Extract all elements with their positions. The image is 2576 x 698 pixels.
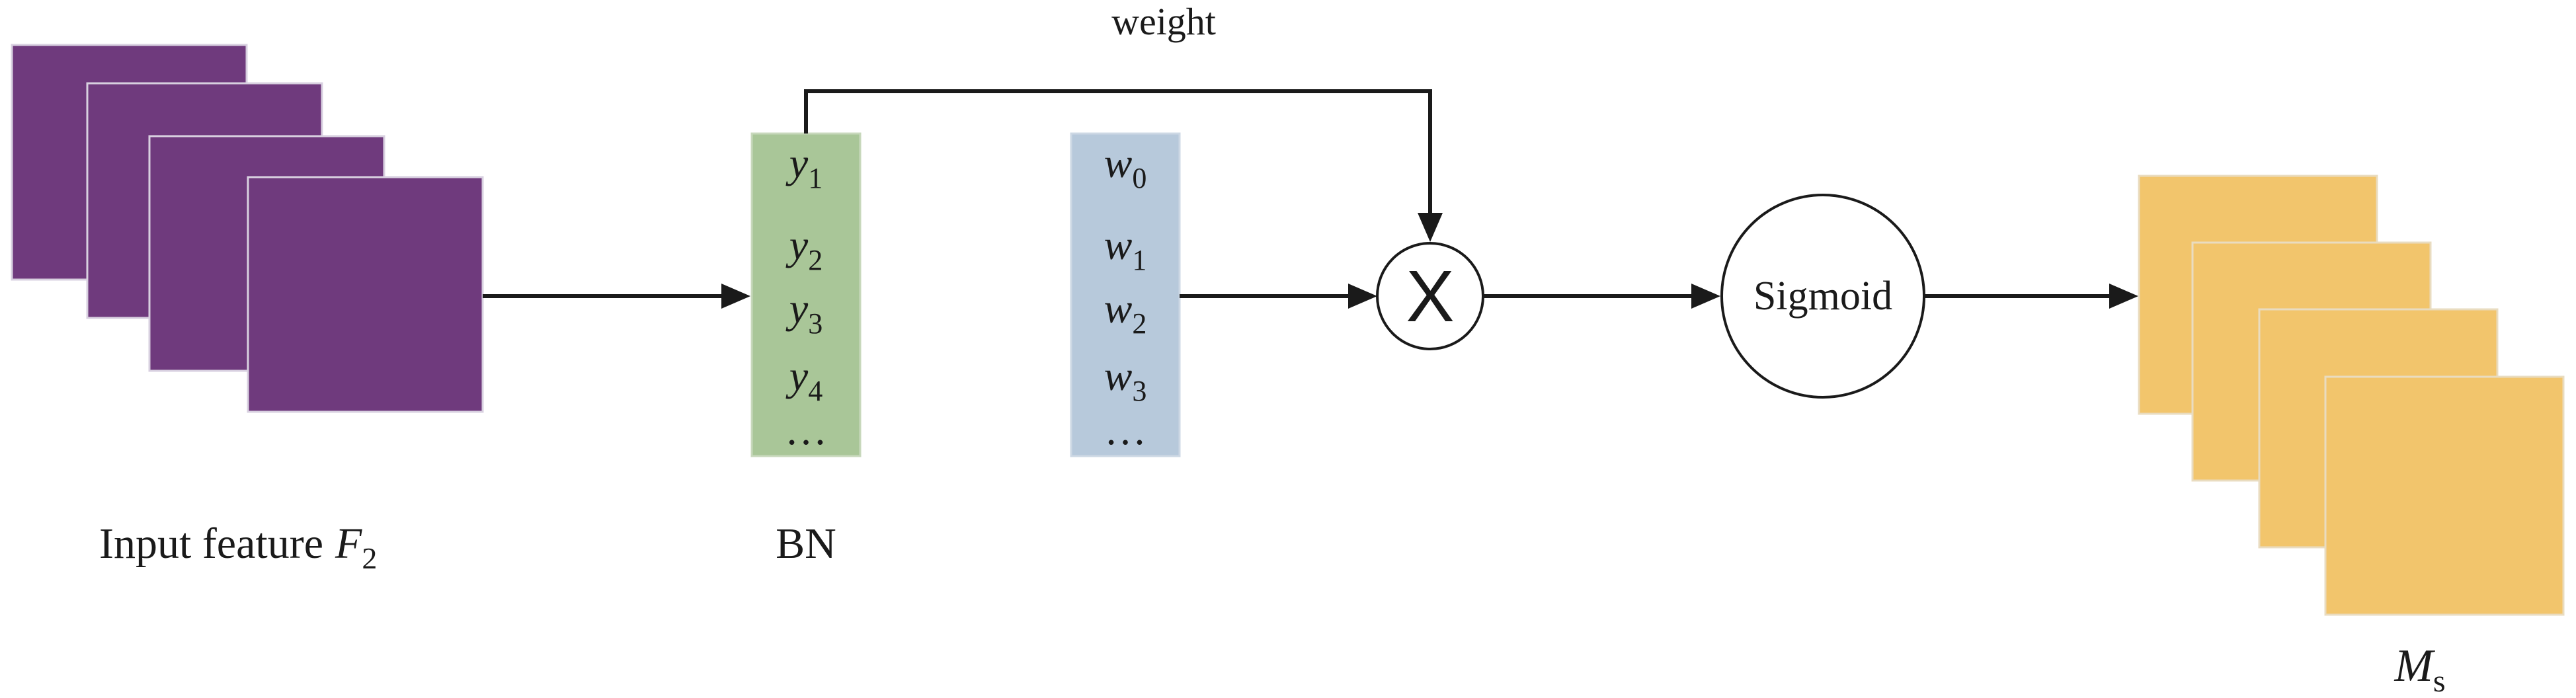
- weight-value-2: w1: [1104, 221, 1147, 276]
- bn-value-base: y: [785, 352, 809, 399]
- weight-values: w0w1w2w3…: [1104, 139, 1147, 453]
- output-label: Ms: [2394, 640, 2446, 698]
- bn-value-base: y: [785, 285, 809, 332]
- weight-label: weight: [1111, 0, 1216, 43]
- weight-column: [1070, 132, 1181, 457]
- weight-value-base: …: [1104, 407, 1147, 453]
- bn-value-base: y: [785, 139, 809, 186]
- bn-value-base: y: [785, 221, 809, 268]
- weight-value-subscript: 3: [1132, 375, 1147, 407]
- weight-value-4: w3: [1104, 352, 1147, 407]
- weight-value-5: …: [1104, 407, 1147, 453]
- bn-label: BN: [776, 520, 836, 568]
- weight-value-base: w: [1104, 285, 1133, 332]
- bn-value-2: y2: [785, 221, 823, 276]
- weight-value-base: w: [1104, 221, 1133, 268]
- weight-path: [804, 89, 1432, 221]
- bn-value-4: y4: [785, 352, 823, 407]
- output-feature-stack: [2138, 174, 2565, 616]
- arrowhead-sigmoid-to-output: [2109, 284, 2138, 309]
- weight-value-1: w0: [1104, 139, 1147, 194]
- input-feature-subscript: 2: [362, 541, 377, 575]
- connectors: [483, 89, 2138, 309]
- arrowhead-input-to-bn: [721, 284, 750, 309]
- input-feature-stack: [11, 44, 484, 413]
- input-feature-symbol: F: [335, 520, 362, 568]
- sigmoid-label: Sigmoid: [1753, 274, 1892, 319]
- weight-value-3: w2: [1104, 285, 1147, 340]
- bn-value-subscript: 2: [808, 244, 823, 276]
- input-feature-map-4: [247, 176, 484, 413]
- bn-value-subscript: 3: [808, 307, 823, 340]
- arrowhead-multiply-to-sigmoid: [1691, 284, 1720, 309]
- bn-value-5: …: [785, 407, 827, 453]
- bn-values: y1y2y3y4…: [785, 139, 827, 453]
- weight-value-subscript: 1: [1132, 244, 1147, 276]
- input-feature-label-text: Input feature: [99, 520, 323, 568]
- weight-value-subscript: 2: [1132, 307, 1147, 340]
- bn-value-subscript: 4: [808, 375, 823, 407]
- weight-value-subscript: 0: [1132, 162, 1147, 194]
- bn-value-3: y3: [785, 285, 823, 340]
- bn-column: [750, 132, 862, 457]
- output-subscript: s: [2433, 664, 2446, 698]
- bn-value-base: …: [785, 407, 827, 453]
- weight-value-base: w: [1104, 139, 1133, 186]
- multiply-symbol: X: [1406, 256, 1454, 337]
- arrowhead-weights-to-multiply: [1348, 284, 1377, 309]
- weight-value-base: w: [1104, 352, 1133, 399]
- bn-value-1: y1: [785, 139, 823, 194]
- bn-value-subscript: 1: [808, 162, 823, 194]
- output-map-4: [2324, 375, 2565, 616]
- arrowhead-weight-path: [1418, 213, 1443, 242]
- output-symbol: M: [2394, 640, 2436, 691]
